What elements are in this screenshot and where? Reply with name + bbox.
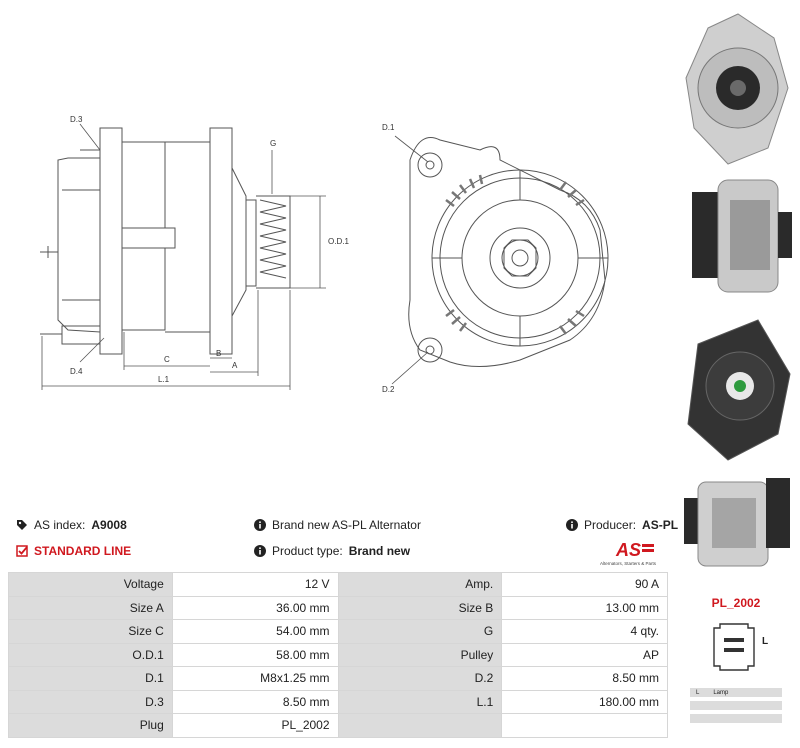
- spec-value: 90 A: [501, 572, 668, 597]
- alternator-front-photo[interactable]: [678, 8, 796, 168]
- product-photos: [672, 0, 800, 580]
- label-c: C: [164, 355, 170, 364]
- legend-desc: Lamp: [713, 689, 729, 696]
- legend-pin: L: [696, 689, 700, 696]
- info-icon: [566, 519, 578, 531]
- spec-value: PL_2002: [171, 713, 339, 738]
- legend-row: [690, 701, 782, 710]
- spec-label: Size C: [8, 619, 173, 644]
- info-icon: [254, 519, 266, 531]
- legend-row: [690, 714, 782, 723]
- label-b: B: [216, 349, 221, 358]
- spec-value: 58.00 mm: [171, 642, 339, 667]
- spec-label: D.3: [8, 689, 173, 714]
- as-index-label: AS index:: [34, 518, 86, 532]
- label-od1: O.D.1: [328, 237, 349, 246]
- spec-label: D.1: [8, 666, 173, 691]
- tag-icon: [17, 520, 27, 530]
- spec-value: 8.50 mm: [171, 689, 339, 714]
- spec-label: Amp.: [337, 572, 503, 597]
- producer-label: Producer:: [584, 518, 637, 532]
- info-icon: [254, 545, 266, 557]
- producer-value: AS-PL: [642, 518, 679, 532]
- product-type-value: Brand new: [348, 544, 411, 558]
- product-info: AS index: A9008 Brand new AS-PL Alternat…: [14, 512, 678, 568]
- as-index-value: A9008: [91, 518, 127, 532]
- spec-label: D.2: [337, 666, 503, 691]
- description-row: Brand new AS-PL Alternator: [254, 518, 421, 532]
- product-type-row: Product type: Brand new: [254, 544, 410, 558]
- spec-value: 8.50 mm: [501, 666, 668, 691]
- spec-value: AP: [501, 642, 668, 667]
- label-d2: D.2: [382, 385, 395, 394]
- as-index-row: AS index: A9008: [16, 518, 127, 532]
- spec-label: L.1: [337, 689, 503, 714]
- spec-value: 54.00 mm: [171, 619, 339, 644]
- as-pl-logo: AS Alternators, Starters & Parts: [600, 540, 657, 566]
- spec-value: 12 V: [171, 572, 339, 597]
- plug-panel: PL_2002 L L Lamp: [680, 596, 800, 748]
- alternator-rear-photo[interactable]: [678, 314, 796, 464]
- spec-label: G: [337, 619, 503, 644]
- checkbox-checked-icon: [16, 545, 28, 557]
- spec-value: 36.00 mm: [171, 595, 339, 620]
- plug-connector-diagram: L: [713, 623, 768, 671]
- label-a: A: [232, 361, 238, 370]
- producer-row: Producer: AS-PL: [566, 518, 678, 532]
- label-g: G: [270, 139, 276, 148]
- spec-value: M8x1.25 mm: [171, 666, 339, 691]
- line-row: STANDARD LINE: [16, 544, 131, 558]
- product-type-label: Product type:: [272, 544, 343, 558]
- spec-label: Voltage: [8, 572, 173, 597]
- spec-label: Pulley: [337, 642, 503, 667]
- plug-pin-label: L: [762, 636, 768, 647]
- logo-text: AS: [615, 540, 641, 560]
- alternator-connector-photo[interactable]: [678, 468, 796, 572]
- plug-legend: L Lamp: [690, 688, 782, 727]
- logo-tagline: Alternators, Starters & Parts: [600, 561, 657, 566]
- plug-name: PL_2002: [711, 596, 761, 610]
- label-l1: L.1: [158, 375, 170, 384]
- alternator-side-photo[interactable]: [678, 166, 796, 306]
- technical-drawing: D.3 G O.D.1 D.4 B C A L.1 D.1 D.2: [40, 115, 609, 394]
- description-text: Brand new AS-PL Alternator: [272, 518, 421, 532]
- spec-value: 180.00 mm: [501, 689, 668, 714]
- spec-value: [501, 713, 668, 738]
- label-d4: D.4: [70, 367, 83, 376]
- spec-label: [337, 713, 503, 738]
- spec-label: Size A: [8, 595, 173, 620]
- spec-label: Plug: [8, 713, 173, 738]
- label-d1: D.1: [382, 123, 395, 132]
- standard-line-label: STANDARD LINE: [34, 544, 132, 558]
- spec-value: 13.00 mm: [501, 595, 668, 620]
- spec-label: Size B: [337, 595, 503, 620]
- legend-row: L Lamp: [690, 688, 782, 697]
- spec-label: O.D.1: [8, 642, 173, 667]
- spec-value: 4 qty.: [501, 619, 668, 644]
- label-d3: D.3: [70, 115, 83, 124]
